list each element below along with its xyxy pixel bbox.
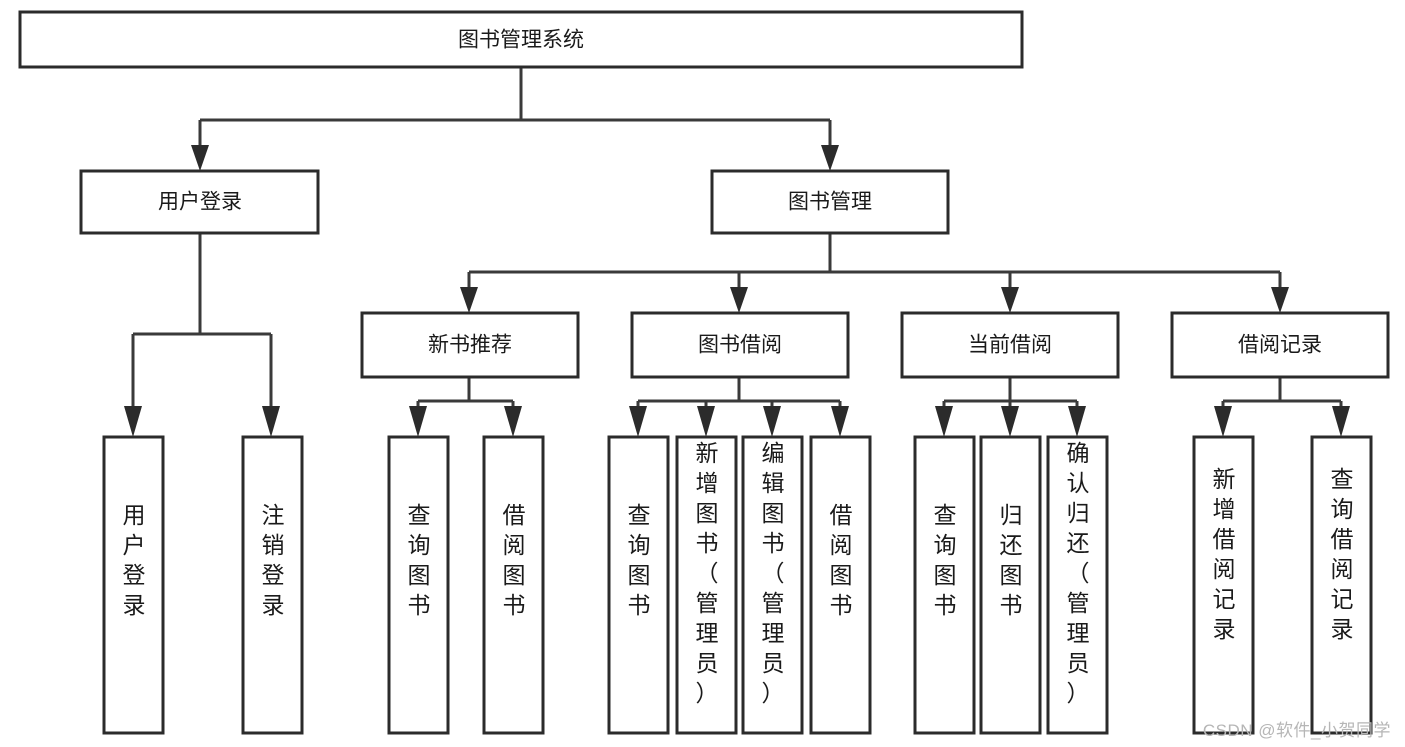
arrowhead-book-borrow-leaf-2 bbox=[697, 406, 715, 437]
arrowhead-borrow-record-leaf-1 bbox=[1214, 406, 1232, 437]
leaf-new-book-2-label: 借阅图书 bbox=[503, 502, 526, 618]
leaf-current-borrow-3-box[interactable] bbox=[1046, 435, 1109, 735]
arrowhead-current-borrow bbox=[1001, 287, 1019, 313]
node-user-login-box[interactable] bbox=[79, 169, 320, 235]
arrowhead-new-book-leaf-1 bbox=[409, 406, 427, 437]
node-book-management-box[interactable] bbox=[710, 169, 950, 235]
leaf-book-borrow-1-box[interactable] bbox=[607, 435, 670, 735]
leaf-current-borrow-2-label: 归还图书 bbox=[1000, 502, 1023, 618]
leaf-book-borrow-1-label: 查询图书 bbox=[628, 502, 651, 618]
leaf-user-login-2[interactable]: 注销登录 bbox=[241, 435, 304, 735]
leaf-user-login-1-box[interactable] bbox=[102, 435, 165, 735]
node-root-box[interactable] bbox=[18, 10, 1024, 69]
leaf-new-book-1[interactable]: 查询图书 bbox=[387, 435, 450, 735]
leaf-new-book-1-label: 查询图书 bbox=[408, 502, 431, 618]
arrowhead-current-borrow-leaf-1 bbox=[935, 406, 953, 437]
node-user-login[interactable]: 用户登录 bbox=[79, 169, 320, 235]
node-book-management[interactable]: 图书管理 bbox=[710, 169, 950, 235]
leaf-book-borrow-2-box[interactable] bbox=[675, 435, 738, 735]
node-current-borrow-box[interactable] bbox=[900, 311, 1120, 379]
leaf-book-borrow-1[interactable]: 查询图书 bbox=[607, 435, 670, 735]
arrowhead-borrow-record-leaf-2 bbox=[1332, 406, 1350, 437]
node-book-borrow[interactable]: 图书借阅 bbox=[630, 311, 850, 379]
leaf-current-borrow-2-box[interactable] bbox=[979, 435, 1042, 735]
node-root-system[interactable]: 图书管理系统 bbox=[18, 10, 1024, 69]
arrowhead-book-borrow-leaf-1 bbox=[629, 406, 647, 437]
leaf-book-borrow-2-label: 新增图书（管理员） bbox=[696, 440, 719, 706]
node-borrow-record-box[interactable] bbox=[1170, 311, 1390, 379]
arrowhead-user-login bbox=[191, 145, 209, 171]
leaf-current-borrow-1-box[interactable] bbox=[913, 435, 976, 735]
arrowhead-book-borrow-leaf-4 bbox=[831, 406, 849, 437]
leaf-borrow-record-2[interactable]: 查询借阅记录 bbox=[1310, 435, 1373, 735]
node-book-borrow-box[interactable] bbox=[630, 311, 850, 379]
leaf-borrow-record-2-label: 查询借阅记录 bbox=[1331, 466, 1354, 642]
arrowhead-current-borrow-leaf-3 bbox=[1068, 406, 1086, 437]
node-root-label: 图书管理系统 bbox=[458, 29, 584, 52]
node-book-borrow-label: 图书借阅 bbox=[698, 334, 782, 357]
arrowhead-new-book-leaf-2 bbox=[504, 406, 522, 437]
leaf-current-borrow-1[interactable]: 查询图书 bbox=[913, 435, 976, 735]
leaf-user-login-2-label: 注销登录 bbox=[262, 502, 285, 618]
node-new-book-recommend-box[interactable] bbox=[360, 311, 580, 379]
leaf-book-borrow-3[interactable]: 编辑图书（管理员） bbox=[741, 435, 804, 735]
node-user-login-label: 用户登录 bbox=[158, 191, 242, 214]
leaf-borrow-record-1[interactable]: 新增借阅记录 bbox=[1192, 435, 1255, 735]
leaf-book-borrow-3-label: 编辑图书（管理员） bbox=[762, 440, 785, 706]
arrowhead-current-borrow-leaf-2 bbox=[1001, 406, 1019, 437]
leaf-current-borrow-3-label: 确认归还（管理员） bbox=[1067, 440, 1090, 706]
leaf-book-borrow-3-box[interactable] bbox=[741, 435, 804, 735]
arrowhead-user-login-leaf-2 bbox=[262, 406, 280, 437]
leaf-user-login-1[interactable]: 用户登录 bbox=[102, 435, 165, 735]
leaf-book-borrow-4-box[interactable] bbox=[809, 435, 872, 735]
node-current-borrow-label: 当前借阅 bbox=[968, 334, 1052, 357]
node-new-book-recommend[interactable]: 新书推荐 bbox=[360, 311, 580, 379]
leaf-user-login-1-label: 用户登录 bbox=[123, 502, 146, 618]
leaf-new-book-1-box[interactable] bbox=[387, 435, 450, 735]
leaf-user-login-2-box[interactable] bbox=[241, 435, 304, 735]
arrowhead-book-mgmt bbox=[821, 145, 839, 171]
leaf-current-borrow-2[interactable]: 归还图书 bbox=[979, 435, 1042, 735]
arrowhead-new-book-recommend bbox=[460, 287, 478, 313]
leaf-new-book-2[interactable]: 借阅图书 bbox=[482, 435, 545, 735]
node-current-borrow[interactable]: 当前借阅 bbox=[900, 311, 1120, 379]
arrowhead-borrow-record bbox=[1271, 287, 1289, 313]
leaf-borrow-record-1-label: 新增借阅记录 bbox=[1213, 466, 1236, 642]
arrowhead-user-login-leaf-1 bbox=[124, 406, 142, 437]
leaf-current-borrow-1-label: 查询图书 bbox=[934, 502, 957, 618]
leaf-new-book-2-box[interactable] bbox=[482, 435, 545, 735]
leaf-book-borrow-4[interactable]: 借阅图书 bbox=[809, 435, 872, 735]
node-book-management-label: 图书管理 bbox=[788, 191, 872, 214]
leaf-book-borrow-4-label: 借阅图书 bbox=[830, 502, 853, 618]
arrowhead-book-borrow-leaf-3 bbox=[763, 406, 781, 437]
node-borrow-record-label: 借阅记录 bbox=[1238, 334, 1322, 357]
node-borrow-record[interactable]: 借阅记录 bbox=[1170, 311, 1390, 379]
node-new-book-recommend-label: 新书推荐 bbox=[428, 334, 512, 357]
leaf-borrow-record-2-box[interactable] bbox=[1310, 435, 1373, 735]
arrowhead-book-borrow bbox=[730, 287, 748, 313]
leaf-book-borrow-2[interactable]: 新增图书（管理员） bbox=[675, 435, 738, 735]
leaf-borrow-record-1-box[interactable] bbox=[1192, 435, 1255, 735]
connector-layer bbox=[124, 67, 1350, 437]
csdn-watermark: CSDN @软件_小贺同学 bbox=[1202, 721, 1391, 740]
leaf-current-borrow-3[interactable]: 确认归还（管理员） bbox=[1046, 435, 1109, 735]
